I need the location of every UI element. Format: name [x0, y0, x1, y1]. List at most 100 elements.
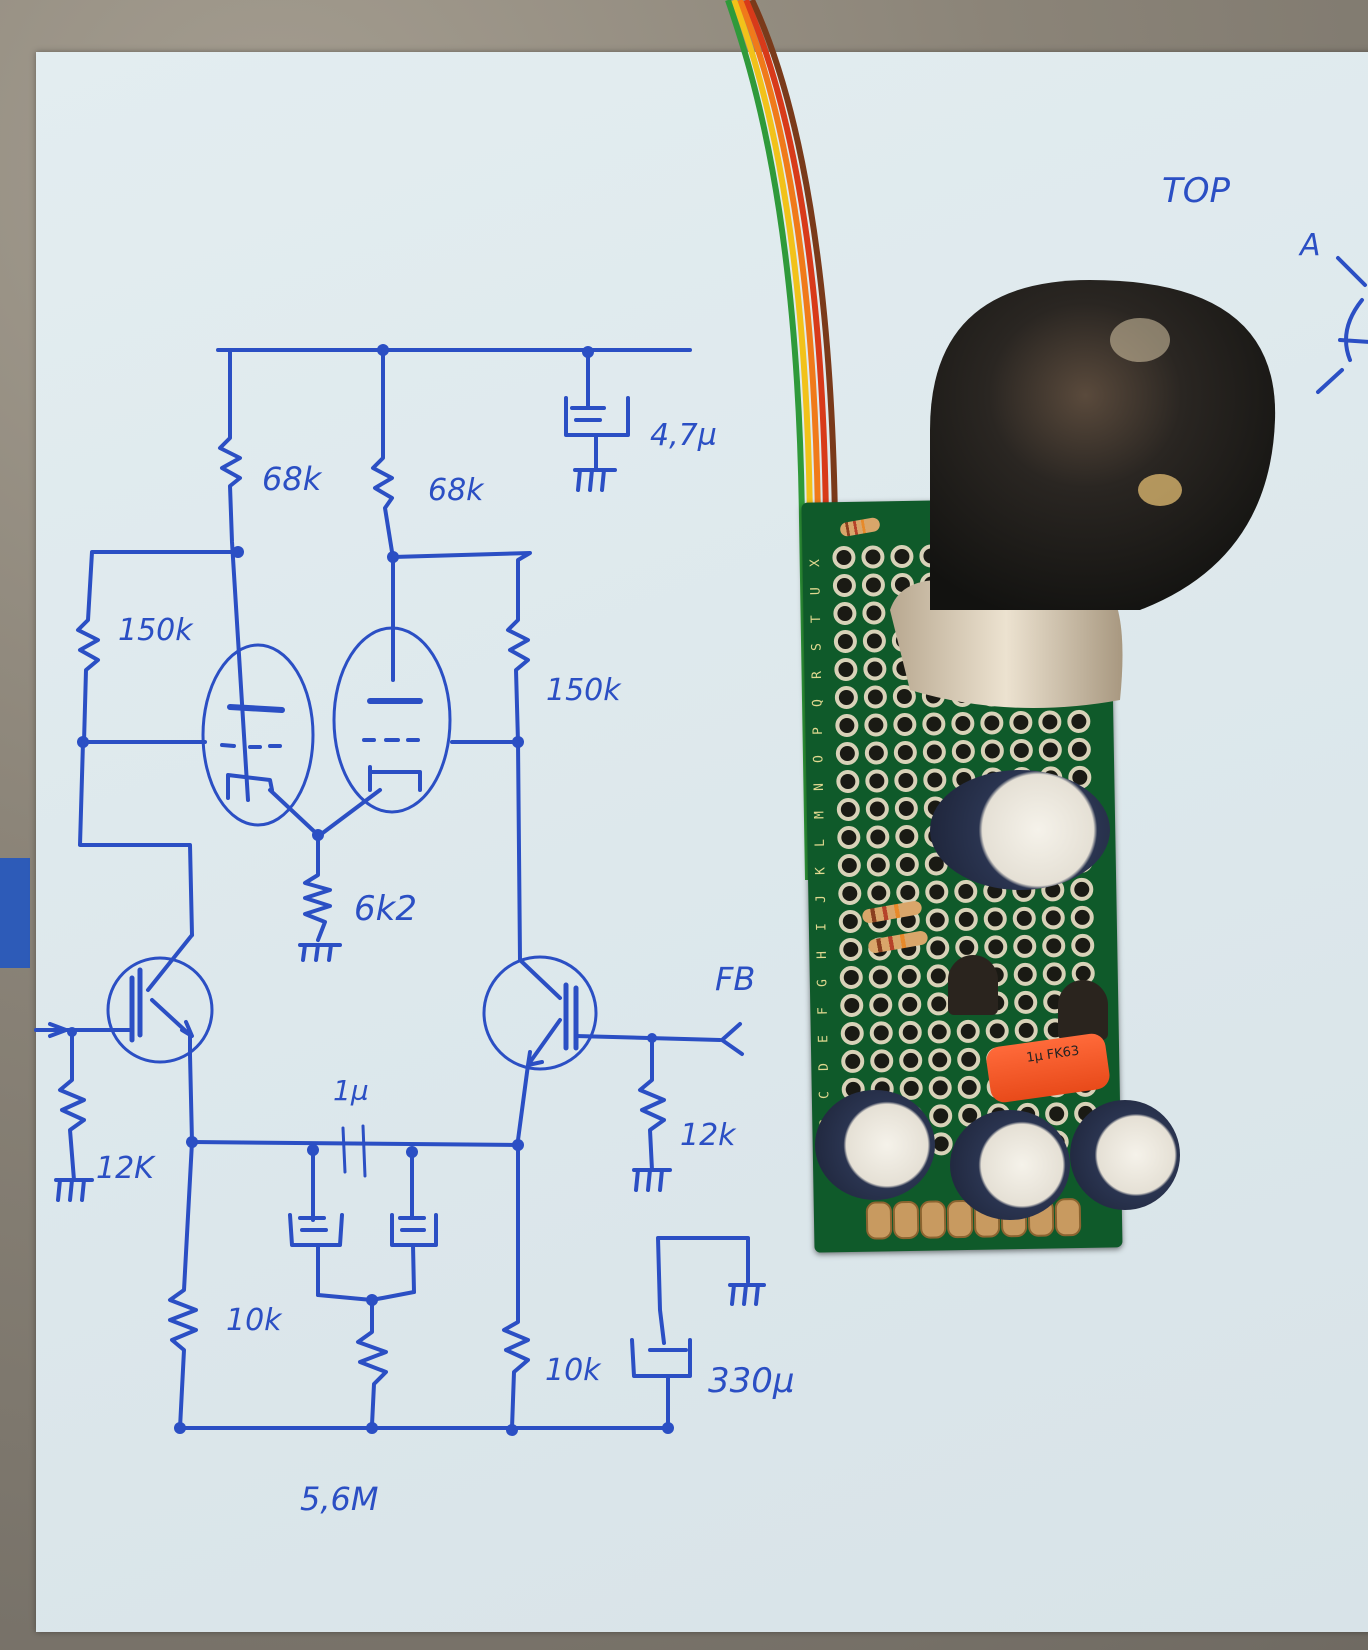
board-hole: [834, 685, 859, 710]
blue-tape: [0, 858, 30, 968]
label-pin-a: A: [1298, 228, 1321, 263]
bypass-cap-330: [630, 1236, 766, 1430]
label-r-fb-left: 150k: [118, 613, 194, 648]
edge-pad: [919, 1200, 947, 1239]
board-hole: [899, 1048, 923, 1073]
coupling-cap: [341, 1124, 367, 1178]
board-hole: [983, 907, 1007, 931]
board-hole: [1067, 737, 1092, 762]
board-hole: [895, 852, 920, 877]
label-r-plate-left: 68k: [262, 460, 323, 498]
resistor-plate-right: [371, 348, 395, 682]
board-hole: [927, 1020, 951, 1044]
edge-pad: [892, 1200, 920, 1240]
board-hole: [923, 768, 947, 792]
board-hole: [1009, 738, 1034, 763]
board-hole: [862, 601, 886, 625]
board-hole: [833, 629, 858, 654]
board-hole: [897, 964, 921, 989]
board-row-label: D: [816, 1062, 832, 1072]
electrolytic-capacitor-large: [930, 770, 1110, 890]
transistor-pnp: [482, 955, 598, 1071]
label-r-fb-right: 150k: [546, 673, 622, 708]
board-hole: [956, 1019, 980, 1044]
board-hole: [862, 629, 887, 653]
resistor-cathode: [298, 833, 342, 962]
board-hole: [925, 880, 949, 904]
board-hole: [1013, 962, 1037, 987]
board-hole: [838, 881, 862, 906]
plate-left: [227, 704, 285, 713]
board-hole: [951, 711, 975, 736]
emitter-left-drop: [188, 1053, 194, 1144]
board-row-label: Q: [810, 699, 826, 708]
board-hole: [864, 741, 889, 765]
tube-glass: [930, 280, 1276, 610]
label-r-fb-gnd: 12k: [680, 1118, 737, 1153]
label-r-emitter-left: 10k: [226, 1303, 283, 1338]
board-hole: [951, 739, 976, 764]
board-hole: [839, 965, 863, 990]
board-hole: [922, 712, 946, 736]
label-c-bypass: 330µ: [708, 1361, 795, 1401]
board-row-label: N: [811, 783, 828, 792]
cathode-right: [368, 765, 422, 792]
board-hole: [861, 545, 885, 569]
wire-left-column: [78, 740, 194, 937]
board-hole: [894, 796, 919, 821]
board-hole: [985, 1019, 1009, 1043]
board-hole: [1009, 710, 1033, 735]
board-row-label: X: [807, 559, 824, 568]
resistor-emitter-left: [168, 1140, 198, 1430]
board-hole: [864, 713, 888, 737]
label-c-supply: 4,7µ: [650, 418, 717, 453]
board-hole: [926, 936, 950, 960]
board-hole: [1067, 709, 1091, 734]
board-row-label: P: [810, 727, 827, 736]
board-hole: [893, 740, 918, 765]
electrolytic-capacitor: [950, 1110, 1070, 1220]
board-hole: [840, 1021, 864, 1046]
ribbon-wire-orange: [737, 0, 825, 841]
board-row-label: O: [811, 755, 827, 764]
label-r-emitter-right: 10k: [545, 1353, 602, 1388]
board-hole: [863, 657, 887, 681]
resistor-fb-left: [76, 550, 240, 744]
board-hole: [1038, 738, 1063, 762]
pnp-leads: [516, 958, 562, 1142]
board-hole: [895, 824, 919, 849]
board-hole: [861, 573, 886, 597]
tube-base: [890, 580, 1123, 708]
board-hole: [927, 992, 951, 1016]
board-hole: [929, 1104, 953, 1128]
npn-leads: [146, 933, 194, 1057]
transistor-on-board: [1058, 980, 1108, 1040]
board-hole: [836, 769, 860, 794]
junction-dot: [366, 1422, 378, 1434]
board-row-label: K: [813, 867, 829, 876]
resistor-emitter-right: [502, 1143, 530, 1430]
board-hole: [839, 937, 863, 962]
board-hole: [925, 908, 949, 932]
film-cap-marking: 1µ FK63: [1025, 1043, 1081, 1066]
board-hole: [835, 741, 860, 766]
board-hole: [837, 825, 861, 850]
board-row-label: T: [808, 615, 825, 624]
cathode-wires: [268, 788, 382, 837]
board-hole: [1014, 1018, 1038, 1043]
board-hole: [869, 993, 893, 1017]
triode-left: [201, 643, 315, 827]
label-c-coupling: 1µ: [333, 1074, 369, 1107]
resistor-input: [54, 1030, 94, 1202]
board-hole: [1012, 906, 1036, 931]
board-hole: [1070, 877, 1094, 902]
board-hole: [866, 853, 891, 877]
board-row-label: H: [814, 950, 830, 960]
tube-highlight: [1138, 474, 1182, 506]
transistor-on-board: [948, 955, 998, 1015]
board-hole: [833, 601, 857, 626]
label-r-cathode: 6k2: [354, 889, 417, 929]
board-row-label: E: [816, 1034, 832, 1044]
board-hole: [1071, 933, 1095, 958]
label-r-bias: 5,6M: [300, 1480, 379, 1518]
